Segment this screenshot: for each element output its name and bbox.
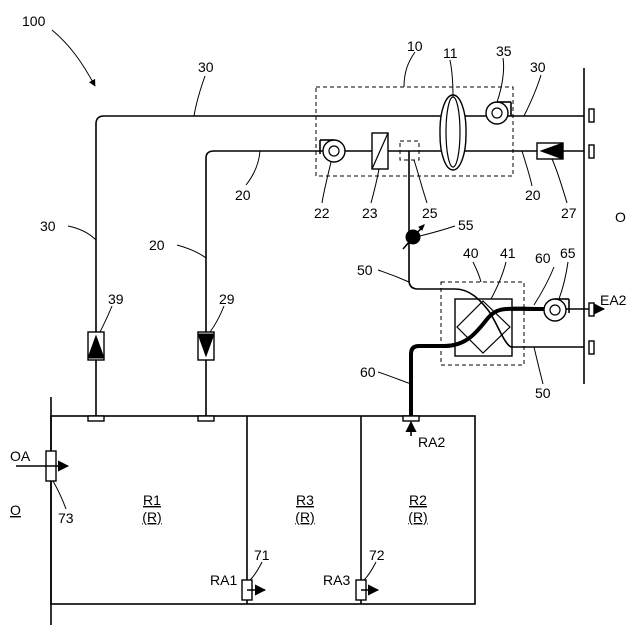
leader-22 (322, 162, 331, 203)
room-r2-sub: (R) (408, 509, 427, 525)
label-pipe-20-mid: 20 (235, 187, 251, 203)
label-vent-72: 72 (369, 547, 385, 563)
leader-40 (473, 262, 481, 282)
label-ra3: RA3 (323, 572, 350, 588)
figure-pointer-arrow (52, 30, 95, 86)
room-r3-sub: (R) (295, 509, 314, 525)
label-ra2: RA2 (418, 434, 445, 450)
label-pipe-30-top: 30 (198, 59, 214, 75)
label-pipe-50-right: 50 (535, 385, 551, 401)
label-unit-40: 40 (463, 245, 479, 261)
label-pipe-20-left: 20 (149, 237, 165, 253)
leader-25 (414, 160, 427, 203)
leader-60-left (378, 372, 411, 384)
leader-11 (450, 60, 453, 97)
label-valve-55: 55 (458, 217, 474, 233)
label-pipe-30-right: 30 (530, 59, 546, 75)
leader-39 (100, 306, 112, 332)
leader-50-right (534, 347, 543, 384)
ceiling-terminal-30 (88, 416, 104, 421)
label-valve-39: 39 (108, 291, 124, 307)
room-r1-name: R1 (143, 492, 161, 508)
ceiling-terminal-60 (403, 416, 419, 421)
label-pipe-60-left: 60 (360, 364, 376, 380)
valve-39-icon (88, 332, 104, 360)
leader-71 (250, 562, 262, 580)
label-valve-29: 29 (219, 291, 235, 307)
heat-wheel (440, 95, 466, 170)
label-damper-27: 27 (561, 205, 577, 221)
leader-30-left (68, 226, 96, 240)
leader-73 (53, 481, 66, 509)
leader-20-left (177, 245, 206, 258)
label-unit-10: 10 (407, 38, 423, 54)
ceiling-terminal-20 (198, 416, 214, 421)
label-fan-22: 22 (314, 205, 330, 221)
wall-terminal-30 (589, 109, 594, 122)
wall-terminal-20 (589, 145, 594, 158)
label-oa: OA (10, 448, 31, 464)
room-r2-name: R2 (409, 492, 427, 508)
label-pipe-50-left: 50 (357, 262, 373, 278)
leader-10 (404, 52, 415, 87)
check-damper-27-icon (537, 143, 563, 159)
label-fan-11: 11 (443, 45, 458, 61)
label-ra1: RA1 (210, 572, 237, 588)
fan-22-icon (320, 140, 345, 162)
label-pipe-20-right: 20 (525, 187, 541, 203)
leader-55 (420, 226, 455, 236)
leader-20-mid (246, 151, 260, 185)
leader-50-left (378, 270, 409, 282)
fan-35-icon (486, 102, 511, 124)
leader-20-right (522, 151, 532, 186)
label-fan-35: 35 (496, 43, 512, 59)
leader-23 (371, 169, 379, 203)
valve-29-icon (198, 332, 214, 360)
leader-30-top (194, 76, 205, 116)
label-outside-left: O (10, 502, 21, 518)
leader-29 (210, 306, 224, 332)
leader-65 (559, 262, 568, 299)
label-ea2: EA2 (600, 292, 627, 308)
leader-30-right (524, 75, 541, 116)
room-r1-sub: (R) (142, 509, 161, 525)
label-fig: 100 (22, 13, 46, 29)
room-r3-name: R3 (296, 492, 314, 508)
label-pipe-30-left: 30 (40, 218, 56, 234)
fan-65-icon (544, 299, 569, 321)
leader-35 (497, 58, 504, 102)
label-outside-right: O (615, 209, 626, 225)
leader-41 (491, 262, 506, 299)
wall-terminal-ea2 (589, 303, 594, 316)
label-filter-23: 23 (362, 205, 378, 221)
wall-terminal-50 (589, 341, 594, 354)
label-pipe-60-top: 60 (535, 250, 551, 266)
label-vent-71: 71 (254, 547, 270, 563)
leader-72 (364, 562, 376, 580)
damper-valve-55-icon (403, 225, 424, 249)
label-branch-25: 25 (422, 205, 438, 221)
label-fan-65: 65 (560, 245, 576, 261)
leader-27 (552, 159, 567, 203)
label-vent-73: 73 (58, 510, 74, 526)
filter-23-icon (372, 133, 388, 169)
label-hx-41: 41 (500, 245, 516, 261)
